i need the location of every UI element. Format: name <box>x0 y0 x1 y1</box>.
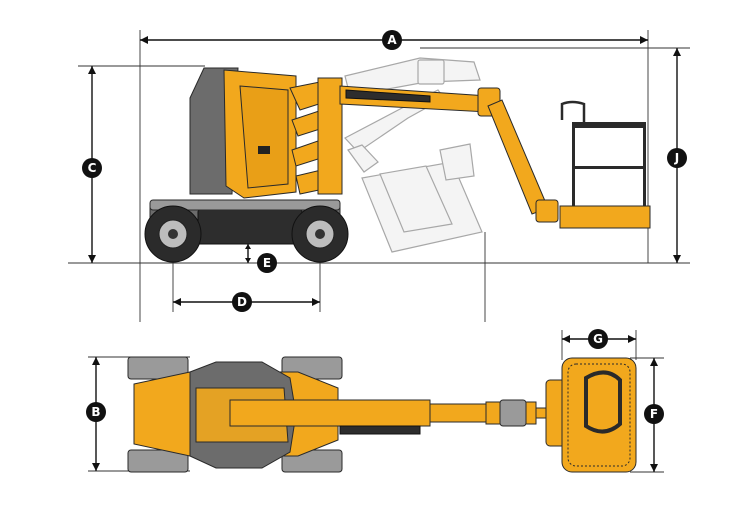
dimension-c: C <box>82 66 102 263</box>
side-view: A C J E <box>68 30 690 322</box>
top-view: B G F <box>86 329 664 473</box>
svg-text:C: C <box>88 161 97 175</box>
jib-arm <box>487 99 559 223</box>
badge-j: J <box>667 148 687 168</box>
platform-basket <box>559 100 651 229</box>
svg-text:A: A <box>387 33 397 47</box>
svg-text:F: F <box>650 407 658 421</box>
dimension-b: B <box>86 357 106 471</box>
dimension-g: G <box>561 329 637 360</box>
badge-f: F <box>644 404 664 424</box>
dimension-d: D <box>172 263 321 312</box>
svg-text:G: G <box>593 332 603 346</box>
badge-b: B <box>86 402 106 422</box>
badge-c: C <box>82 158 102 178</box>
top-boom <box>229 399 559 435</box>
badge-a: A <box>382 30 402 50</box>
badge-g: G <box>588 329 608 349</box>
turret <box>189 67 297 199</box>
svg-text:D: D <box>237 295 247 309</box>
ghost-stowed-basket <box>361 143 483 253</box>
dimension-e: E <box>245 244 277 273</box>
svg-text:E: E <box>263 256 271 270</box>
svg-text:B: B <box>91 405 100 419</box>
dimension-j: J <box>667 48 687 263</box>
badge-d: D <box>232 292 252 312</box>
telescopic-boom <box>339 85 501 117</box>
front-wheel <box>291 205 349 263</box>
rear-wheel <box>144 205 202 263</box>
badge-e: E <box>257 253 277 273</box>
boom-base <box>289 77 345 195</box>
dimension-a: A <box>140 30 648 50</box>
dimension-f: F <box>630 357 664 473</box>
svg-text:J: J <box>674 151 679 165</box>
top-basket <box>545 357 637 473</box>
